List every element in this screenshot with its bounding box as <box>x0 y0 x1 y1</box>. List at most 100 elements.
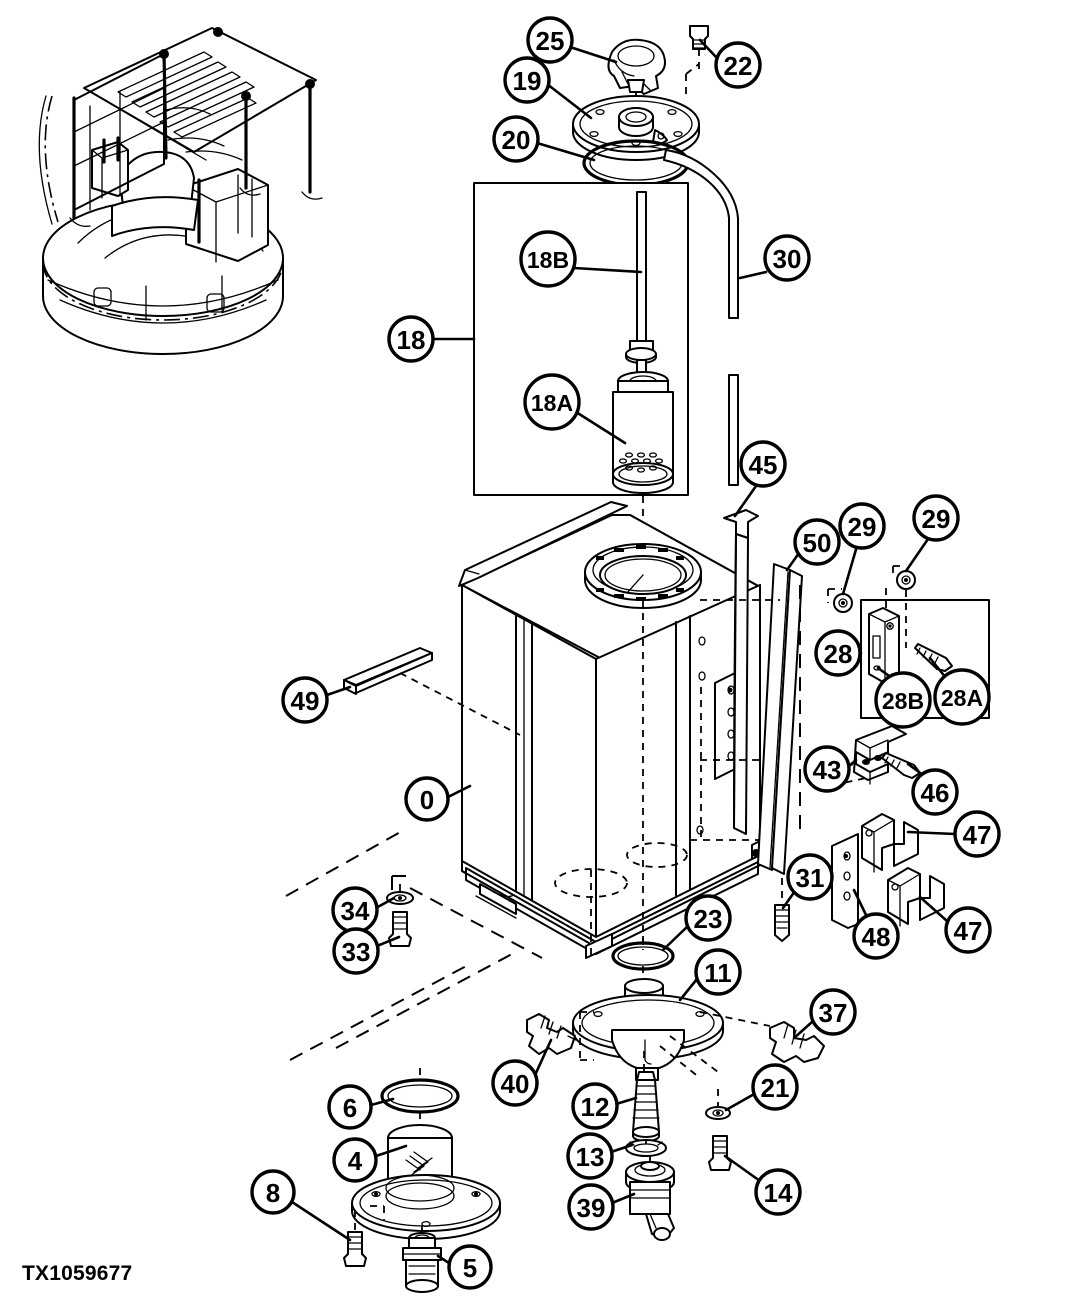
callout-28A[interactable]: 28A <box>933 668 991 726</box>
callout-29a[interactable]: 29 <box>838 502 886 550</box>
svg-text:47: 47 <box>954 916 983 946</box>
svg-text:40: 40 <box>501 1069 530 1099</box>
svg-text:47: 47 <box>963 820 992 850</box>
svg-text:6: 6 <box>343 1093 357 1123</box>
svg-text:28B: 28B <box>882 688 924 714</box>
screw-22-assembly-arrow <box>685 63 700 96</box>
valve-centerlines <box>645 1140 651 1164</box>
svg-text:48: 48 <box>862 922 891 952</box>
callout-5[interactable]: 5 <box>447 1244 493 1290</box>
valve-39 <box>625 1161 675 1241</box>
callout-25[interactable]: 25 <box>526 16 574 64</box>
callout-18B[interactable]: 18B <box>519 230 577 288</box>
callout-18A[interactable]: 18A <box>523 373 581 431</box>
svg-text:12: 12 <box>581 1092 610 1122</box>
callout-12[interactable]: 12 <box>571 1082 619 1130</box>
breather-tube <box>663 149 739 486</box>
callout-34[interactable]: 34 <box>331 886 379 934</box>
bolt-34-assembly-line <box>409 887 543 959</box>
callout-22[interactable]: 22 <box>714 41 762 89</box>
suction-strainer-housing <box>572 978 724 1081</box>
svg-text:28A: 28A <box>941 685 983 711</box>
callout-47b[interactable]: 47 <box>944 906 992 954</box>
elbow-fitting-37 <box>769 1021 825 1063</box>
callout-20[interactable]: 20 <box>492 115 540 163</box>
callout-33[interactable]: 33 <box>332 927 380 975</box>
callout-49[interactable]: 49 <box>281 676 329 724</box>
callout-45[interactable]: 45 <box>739 440 787 488</box>
callout-39[interactable]: 39 <box>567 1183 615 1231</box>
svg-text:4: 4 <box>348 1146 363 1176</box>
callout-8[interactable]: 8 <box>250 1169 296 1215</box>
fill-cap-part <box>607 38 666 95</box>
plug-fitting-5 <box>402 1232 442 1293</box>
callout-0[interactable]: 0 <box>404 776 450 822</box>
washer-29b <box>896 570 916 590</box>
mounting-bracket-48 <box>831 833 859 929</box>
callout-29b[interactable]: 29 <box>912 494 960 542</box>
svg-text:49: 49 <box>291 686 320 716</box>
callout-50[interactable]: 50 <box>793 518 841 566</box>
svg-text:25: 25 <box>536 26 565 56</box>
callout-19[interactable]: 19 <box>503 56 551 104</box>
washer-29a <box>833 593 853 613</box>
svg-text:50: 50 <box>803 528 832 558</box>
callout-47a[interactable]: 47 <box>953 810 1001 858</box>
tank-cover-plate <box>572 95 700 161</box>
callout-21[interactable]: 21 <box>751 1063 799 1111</box>
suction-filter-element <box>351 1124 501 1240</box>
hose-clamp-47b <box>887 867 945 927</box>
svg-text:37: 37 <box>819 998 848 1028</box>
callout-4[interactable]: 4 <box>332 1137 378 1183</box>
callout-11[interactable]: 11 <box>694 948 742 996</box>
o-ring-23 <box>611 941 675 971</box>
svg-text:28: 28 <box>824 639 853 669</box>
svg-text:30: 30 <box>773 244 802 274</box>
svg-text:39: 39 <box>577 1193 606 1223</box>
callout-37[interactable]: 37 <box>809 988 857 1036</box>
clamp-bracket-43 <box>853 725 907 785</box>
svg-text:34: 34 <box>341 896 370 926</box>
svg-text:18A: 18A <box>531 390 573 416</box>
svg-text:14: 14 <box>764 1178 793 1208</box>
callout-31[interactable]: 31 <box>786 853 834 901</box>
filter-assembly-line-left2 <box>335 953 513 1049</box>
filter-assembly-line-left <box>289 963 471 1061</box>
housing-assembly-lines <box>659 1035 719 1079</box>
figure-id-label: TX1059677 <box>22 1262 133 1285</box>
svg-text:19: 19 <box>513 66 542 96</box>
callout-14[interactable]: 14 <box>754 1168 802 1216</box>
svg-text:46: 46 <box>921 778 950 808</box>
leader-lines <box>290 38 957 1265</box>
elbow-fitting-40 <box>526 1013 577 1055</box>
hydraulic-oil-tank <box>458 501 777 959</box>
callout-6[interactable]: 6 <box>327 1084 373 1130</box>
svg-text:5: 5 <box>463 1253 477 1283</box>
svg-text:33: 33 <box>342 937 371 967</box>
wear-strip-50 <box>757 563 803 875</box>
callout-43[interactable]: 43 <box>803 745 851 793</box>
callout-28[interactable]: 28 <box>814 629 862 677</box>
callout-13[interactable]: 13 <box>566 1132 614 1180</box>
svg-text:11: 11 <box>704 958 732 988</box>
callout-18[interactable]: 18 <box>387 315 435 363</box>
svg-text:22: 22 <box>724 51 753 81</box>
callout-23[interactable]: 23 <box>684 894 732 942</box>
svg-text:8: 8 <box>266 1178 280 1208</box>
callout-40[interactable]: 40 <box>491 1059 539 1107</box>
washer-29b-arrow <box>892 565 905 578</box>
svg-text:29: 29 <box>922 504 951 534</box>
bolt-assembly-arrow-left <box>391 875 406 890</box>
svg-text:18: 18 <box>397 325 426 355</box>
callout-46[interactable]: 46 <box>911 768 959 816</box>
callout-28B[interactable]: 28B <box>874 671 932 729</box>
svg-text:20: 20 <box>502 125 531 155</box>
washer-29a-arrow <box>827 588 842 603</box>
callout-30[interactable]: 30 <box>763 234 811 282</box>
wear-strip-45 <box>723 509 759 835</box>
callout-48[interactable]: 48 <box>852 912 900 960</box>
svg-text:18B: 18B <box>527 247 569 273</box>
callout-bubbles: 25 22 19 20 18 18B <box>250 16 1001 1290</box>
spring-12 <box>632 1071 660 1142</box>
